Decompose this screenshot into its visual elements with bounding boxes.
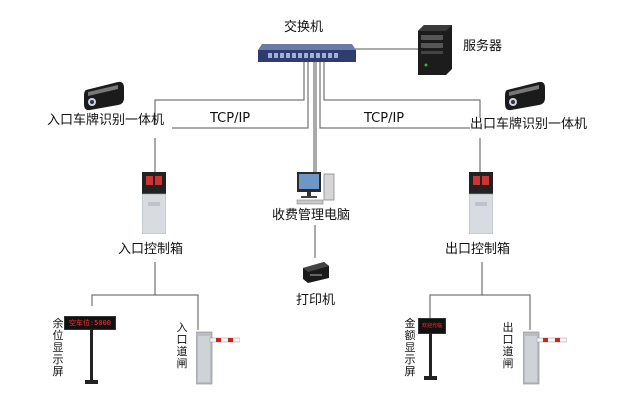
server-label: 服务器 [463,39,503,54]
exit-gate-label: 出口道闸 [502,321,514,370]
link-exit-box-branches [429,294,531,330]
printer-icon [300,258,330,288]
exit-camera-icon [503,80,547,116]
exit-gate-icon [522,330,568,390]
pc-icon [295,170,337,210]
pc-label: 收费管理电脑 [272,208,351,223]
entry-camera-label: 入口车牌识别一体机 [47,113,165,128]
fee-display-pole [429,333,432,377]
link-switch-entry-cam [154,62,305,125]
spaces-display-base [85,380,98,384]
fee-display-icon: 欢迎光临 [418,318,446,334]
server-icon [418,25,452,79]
spaces-display-icon: 空车位:5000 [64,316,116,330]
link-tcp-right [319,62,470,129]
link-switch-exit-cam [323,62,481,118]
link-tcp-left [172,62,309,129]
entry-gate-label: 入口道闸 [176,321,188,370]
entry-controller-label: 入口控制箱 [118,242,184,257]
tcp-label-right: TCP/IP [364,111,405,126]
exit-controller-label: 出口控制箱 [445,242,511,257]
tcp-label-left: TCP/IP [210,111,251,126]
entry-gate-icon [195,330,241,390]
link-entry-box-branches [91,294,199,330]
exit-controller-icon [468,172,494,238]
switch-label: 交换机 [284,20,324,35]
spaces-display-pole [90,329,93,381]
spaces-display-label: 余位显示屏 [52,317,64,378]
fee-display-base [424,376,437,380]
printer-label: 打印机 [296,293,336,308]
spaces-display-screen-text: 空车位:5000 [68,319,112,327]
fee-display-label: 金额显示屏 [404,317,416,378]
entry-camera-icon [82,80,126,116]
exit-camera-label: 出口车牌识别一体机 [470,117,588,132]
entry-controller-icon [141,172,167,238]
fee-display-screen-text: 欢迎光临 [421,323,442,329]
switch-icon [258,42,356,68]
